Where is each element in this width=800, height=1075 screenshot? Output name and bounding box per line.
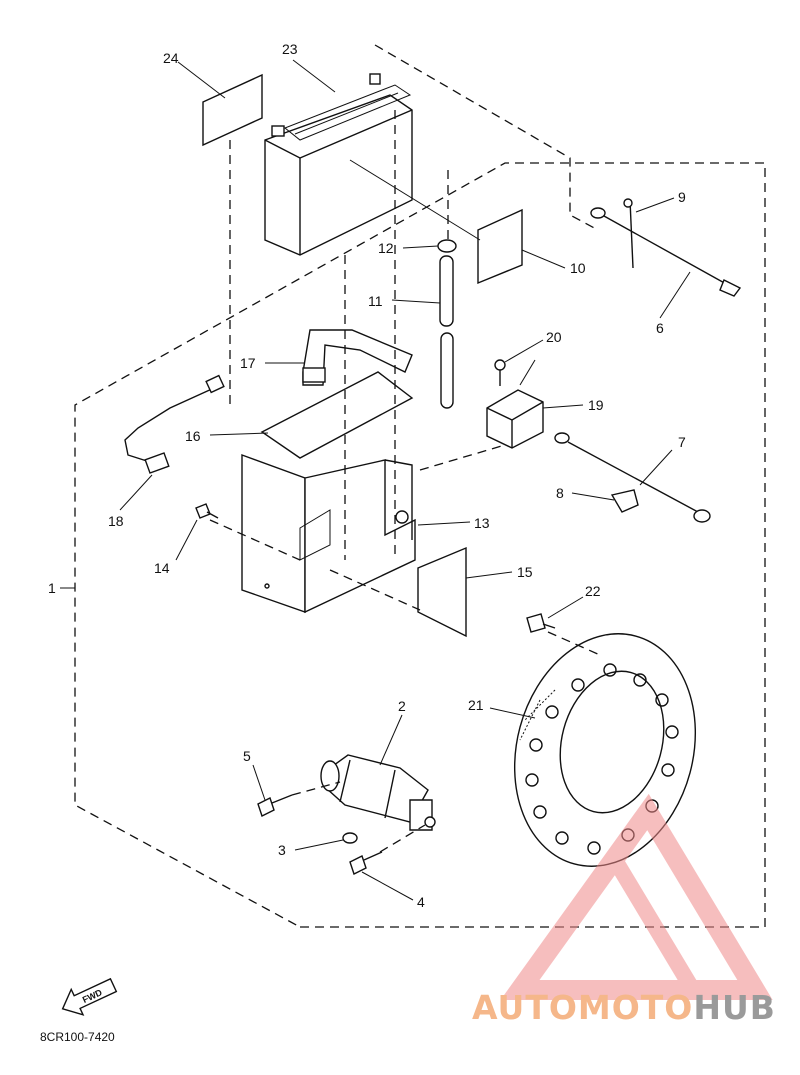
battery <box>264 73 413 256</box>
callout-5: 5 <box>243 748 251 764</box>
lead-wire <box>623 198 634 269</box>
minus-lead <box>590 207 742 297</box>
box-bolt <box>195 503 219 519</box>
watermark-brand-part2: HUB <box>693 988 776 1027</box>
callout-24: 24 <box>163 50 179 66</box>
callout-2: 2 <box>398 698 406 714</box>
watermark-brand-part1: AUTOMOTO <box>472 988 694 1027</box>
assembly-boundary-outline <box>74 44 766 928</box>
breather-hose <box>437 239 457 409</box>
callout-13: 13 <box>474 515 490 531</box>
starter-relay <box>486 359 544 449</box>
watermark-logo-icon <box>500 793 773 1000</box>
battery-cover <box>417 546 467 638</box>
battery-band <box>302 329 413 386</box>
callout-labels: 1 2 3 4 5 6 7 8 9 10 11 12 13 14 15 16 1… <box>48 41 686 910</box>
callout-14: 14 <box>154 560 170 576</box>
callout-6: 6 <box>656 320 664 336</box>
callout-3: 3 <box>278 842 286 858</box>
sensor-lead <box>124 374 225 474</box>
rotor-bolt <box>526 613 556 633</box>
callout-19: 19 <box>588 397 604 413</box>
callout-16: 16 <box>185 428 201 444</box>
starter-bolt-upper <box>257 794 293 817</box>
diagram-part-code: 8CR100-7420 <box>40 1030 115 1044</box>
callout-10: 10 <box>570 260 586 276</box>
leader-lines <box>60 59 691 901</box>
callout-15: 15 <box>517 564 533 580</box>
callout-18: 18 <box>108 513 124 529</box>
callout-22: 22 <box>585 583 601 599</box>
plus-lead <box>554 432 711 523</box>
starter-bolt-lower <box>349 851 383 875</box>
callout-1: 1 <box>48 580 56 596</box>
callout-8: 8 <box>556 485 564 501</box>
battery-cushion-pad <box>477 208 523 285</box>
callout-17: 17 <box>240 355 256 371</box>
callout-11: 11 <box>368 293 383 309</box>
callout-9: 9 <box>678 189 686 205</box>
cable-clamp <box>610 489 639 513</box>
battery-pad <box>202 73 263 147</box>
callout-20: 20 <box>546 329 562 345</box>
battery-sheet <box>260 371 414 459</box>
forward-arrow-icon: FWD <box>61 977 118 1016</box>
rotor-disc <box>513 633 697 867</box>
watermark-brand-text: AUTOMOTOHUB <box>472 988 776 1027</box>
callout-21: 21 <box>468 697 484 713</box>
callout-4: 4 <box>417 894 425 910</box>
o-ring <box>342 832 358 844</box>
relay-screw <box>494 359 506 386</box>
callout-7: 7 <box>678 434 686 450</box>
callout-12: 12 <box>378 240 394 256</box>
starter-motor <box>320 754 436 831</box>
callout-23: 23 <box>282 41 298 57</box>
battery-box <box>241 453 416 614</box>
